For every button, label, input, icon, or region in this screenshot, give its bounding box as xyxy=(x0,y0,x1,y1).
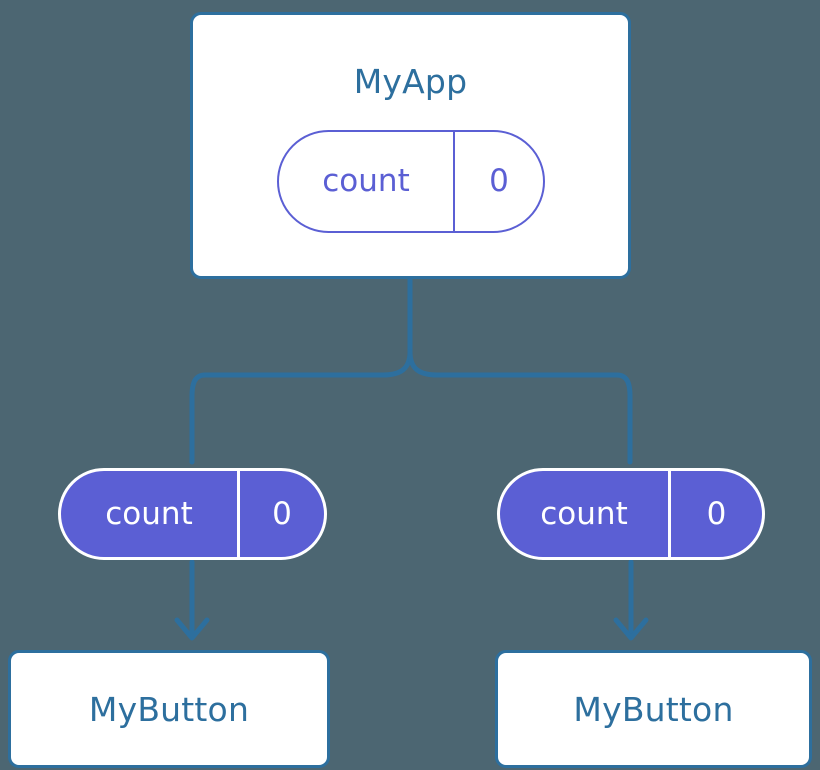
props-key-left: count xyxy=(105,495,193,532)
connector-branch-right xyxy=(407,349,633,465)
component-node-mybutton-left: MyButton xyxy=(8,650,330,768)
props-key-right: count xyxy=(540,495,628,532)
arrow-head-right xyxy=(613,617,649,641)
component-label-mybutton-left: MyButton xyxy=(88,689,250,729)
props-pill-left: count 0 xyxy=(58,468,327,560)
state-value-root: 0 xyxy=(453,132,543,231)
props-value-left: 0 xyxy=(237,471,324,557)
component-node-mybutton-right: MyButton xyxy=(495,650,812,768)
props-value-right: 0 xyxy=(668,471,762,557)
component-label-mybutton-right: MyButton xyxy=(573,689,734,729)
state-key-root: count xyxy=(322,163,410,199)
props-pill-right: count 0 xyxy=(497,468,765,560)
arrow-head-left xyxy=(174,617,210,641)
connector-branch-left xyxy=(189,349,413,465)
state-pill-root: count 0 xyxy=(277,130,545,233)
component-label-myapp: MyApp xyxy=(353,62,468,101)
